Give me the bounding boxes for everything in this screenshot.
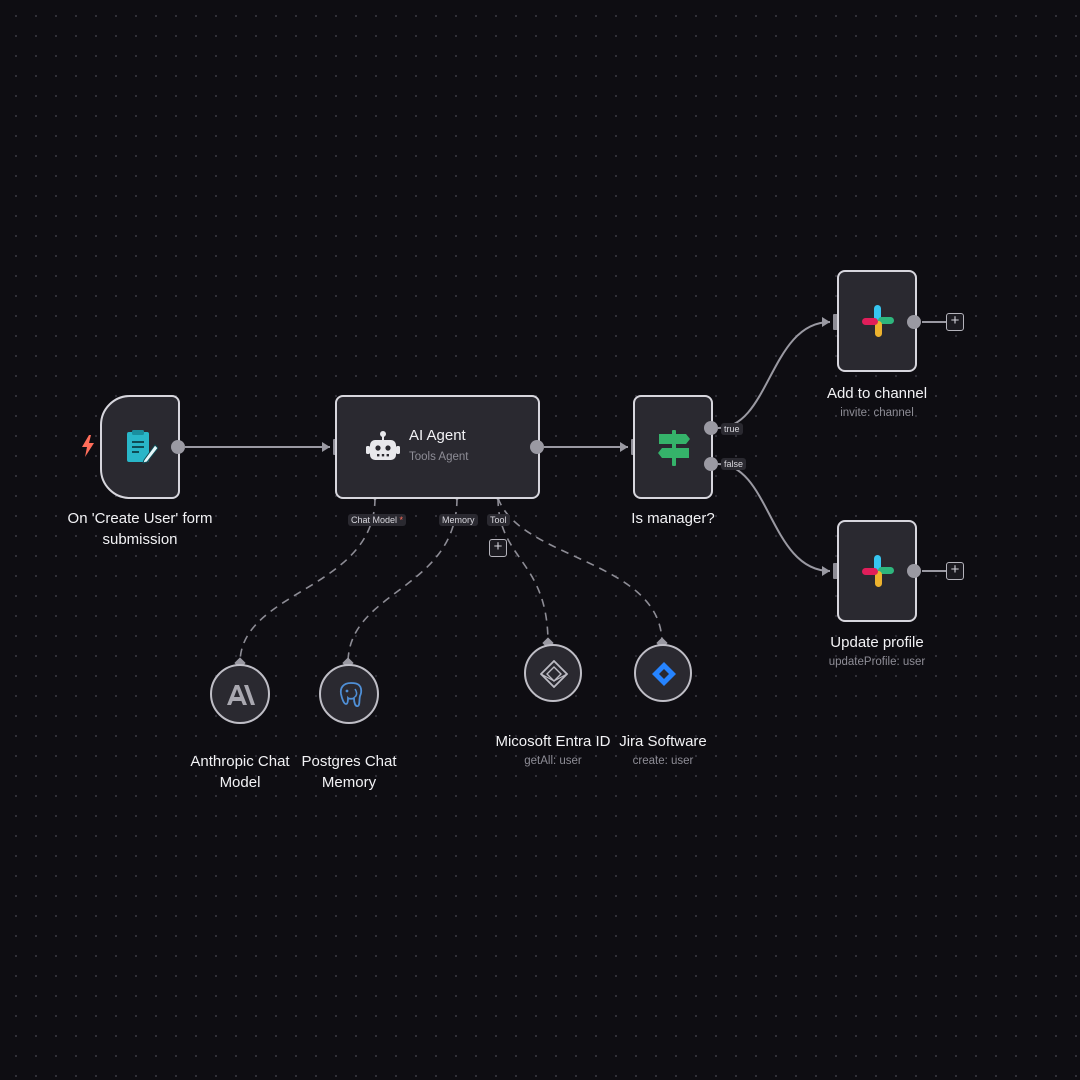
is-manager-node[interactable] bbox=[633, 395, 713, 499]
trigger-lightning-icon bbox=[80, 434, 96, 463]
postgres-chat-memory-node[interactable] bbox=[319, 664, 379, 724]
trigger-label: On 'Create User' form submission bbox=[67, 510, 213, 548]
entra-label: Micosoft Entra ID bbox=[495, 733, 611, 750]
entra-diamond-icon bbox=[539, 659, 569, 693]
tool-port-label: Tool bbox=[487, 514, 510, 526]
trigger-output-handle[interactable] bbox=[171, 440, 185, 454]
edge-memory-dashed bbox=[347, 497, 458, 664]
chat-model-port-label: Chat Model * bbox=[348, 514, 407, 526]
edge-tool-jira-dashed bbox=[497, 497, 663, 644]
postgres-elephant-icon bbox=[336, 680, 366, 715]
update-profile-sublabel: updateProfile: user bbox=[828, 656, 926, 668]
anthropic-label: Anthropic Chat Model bbox=[190, 753, 290, 791]
jira-icon bbox=[651, 661, 677, 692]
agent-output-handle[interactable] bbox=[530, 440, 544, 454]
postgres-label: Postgres Chat Memory bbox=[301, 753, 397, 791]
add-to-channel-node[interactable] bbox=[837, 270, 917, 372]
jira-label: Jira Software bbox=[619, 733, 707, 750]
arrowheads bbox=[322, 317, 830, 576]
trigger-node[interactable] bbox=[100, 395, 180, 499]
robot-icon bbox=[365, 430, 401, 471]
anthropic-icon bbox=[227, 683, 255, 712]
entra-sublabel: getAll: user bbox=[524, 755, 582, 767]
update-profile-input-handle[interactable] bbox=[833, 563, 839, 579]
anthropic-chat-model-node[interactable] bbox=[210, 664, 270, 724]
required-marker: * bbox=[399, 515, 404, 525]
slack-icon bbox=[861, 554, 895, 593]
jira-sublabel: create: user bbox=[632, 755, 694, 767]
add-channel-input-handle[interactable] bbox=[833, 314, 839, 330]
add-to-channel-label: Add to channel bbox=[826, 385, 928, 402]
true-output-label: true bbox=[721, 423, 743, 435]
memory-port-label: Memory bbox=[439, 514, 478, 526]
add-channel-output-handle[interactable] bbox=[907, 315, 921, 329]
entra-id-node[interactable] bbox=[524, 644, 582, 702]
add-after-add-to-channel-button[interactable]: + bbox=[946, 313, 964, 331]
if-true-handle[interactable] bbox=[704, 421, 718, 435]
false-output-label: false bbox=[721, 458, 747, 470]
is-manager-label: Is manager? bbox=[631, 510, 715, 527]
jira-software-node[interactable] bbox=[634, 644, 692, 702]
add-to-channel-sublabel: invite: channel bbox=[840, 407, 914, 419]
ai-agent-subtitle: Tools Agent bbox=[409, 451, 469, 463]
slack-icon bbox=[861, 304, 895, 343]
ai-agent-node[interactable]: AI Agent Tools Agent bbox=[335, 395, 540, 499]
update-profile-node[interactable] bbox=[837, 520, 917, 622]
add-after-update-profile-button[interactable]: + bbox=[946, 562, 964, 580]
add-tool-button[interactable]: + bbox=[489, 539, 507, 557]
ai-agent-title: AI Agent bbox=[409, 427, 466, 444]
signpost-icon bbox=[656, 428, 692, 473]
form-icon bbox=[124, 430, 159, 471]
edge-chat-model-dashed bbox=[239, 497, 376, 664]
if-false-handle[interactable] bbox=[704, 457, 718, 471]
update-profile-label: Update profile bbox=[830, 634, 924, 651]
update-profile-output-handle[interactable] bbox=[907, 564, 921, 578]
